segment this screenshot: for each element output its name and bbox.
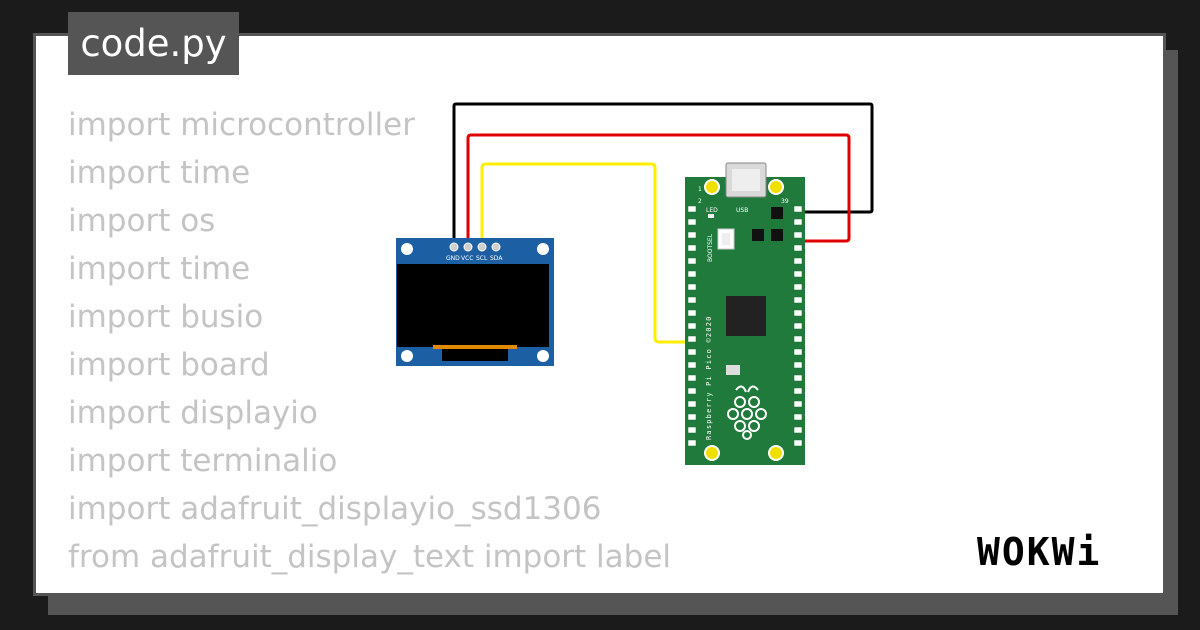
pin-2-label: 2 — [698, 198, 702, 205]
code-line: from adafruit_display_text import label — [68, 539, 672, 575]
code-line: import time — [68, 251, 251, 287]
bootsel-label: BOOTSEL — [707, 233, 714, 262]
raspberry-pi-pico-board: USB LED 1 2 39 BOOTSEL Raspberry Pi Pico… — [685, 162, 805, 465]
wokwi-logo: WOKWi — [977, 530, 1101, 574]
code-line: import terminalio — [68, 443, 338, 479]
code-line: import os — [68, 203, 216, 239]
code-line: import board — [68, 347, 270, 383]
pico-right-pins — [793, 205, 803, 447]
preview-card — [33, 33, 1166, 596]
oled-pin-label: SCL — [476, 255, 488, 262]
oled-display-module: GND VCC SCL SDA — [396, 238, 554, 366]
board-text: Raspberry Pi Pico ©2020 — [705, 315, 713, 440]
file-name-tab: code.py — [68, 12, 239, 75]
gnd-wire — [452, 102, 874, 246]
code-line: import time — [68, 155, 251, 191]
code-line: import displayio — [68, 395, 318, 431]
pin-1-label: 1 — [698, 186, 702, 193]
code-line: import busio — [68, 299, 264, 335]
oled-pin-label: VCC — [461, 255, 473, 262]
rp2040-chip — [726, 296, 766, 336]
wokwi-logo-text: WOKWi — [977, 530, 1101, 574]
led — [708, 214, 714, 218]
oled-pin-label: SDA — [490, 255, 503, 262]
vcc-wire — [466, 133, 851, 246]
code-preview: import microcontroller import time impor… — [68, 103, 671, 583]
code-line: import adafruit_displayio_ssd1306 — [68, 491, 602, 527]
scl-wire — [480, 162, 692, 344]
led-label: LED — [706, 207, 718, 214]
usb-label: USB — [736, 207, 748, 214]
oled-screen — [397, 264, 549, 347]
code-line: import microcontroller — [68, 107, 415, 143]
pin-39-label: 39 — [781, 198, 789, 205]
pico-left-pins — [687, 205, 697, 447]
raspberry-logo-icon — [727, 385, 767, 440]
circuit-diagram: GND VCC SCL SDA — [396, 102, 874, 465]
oled-pin-label: GND — [446, 255, 460, 262]
